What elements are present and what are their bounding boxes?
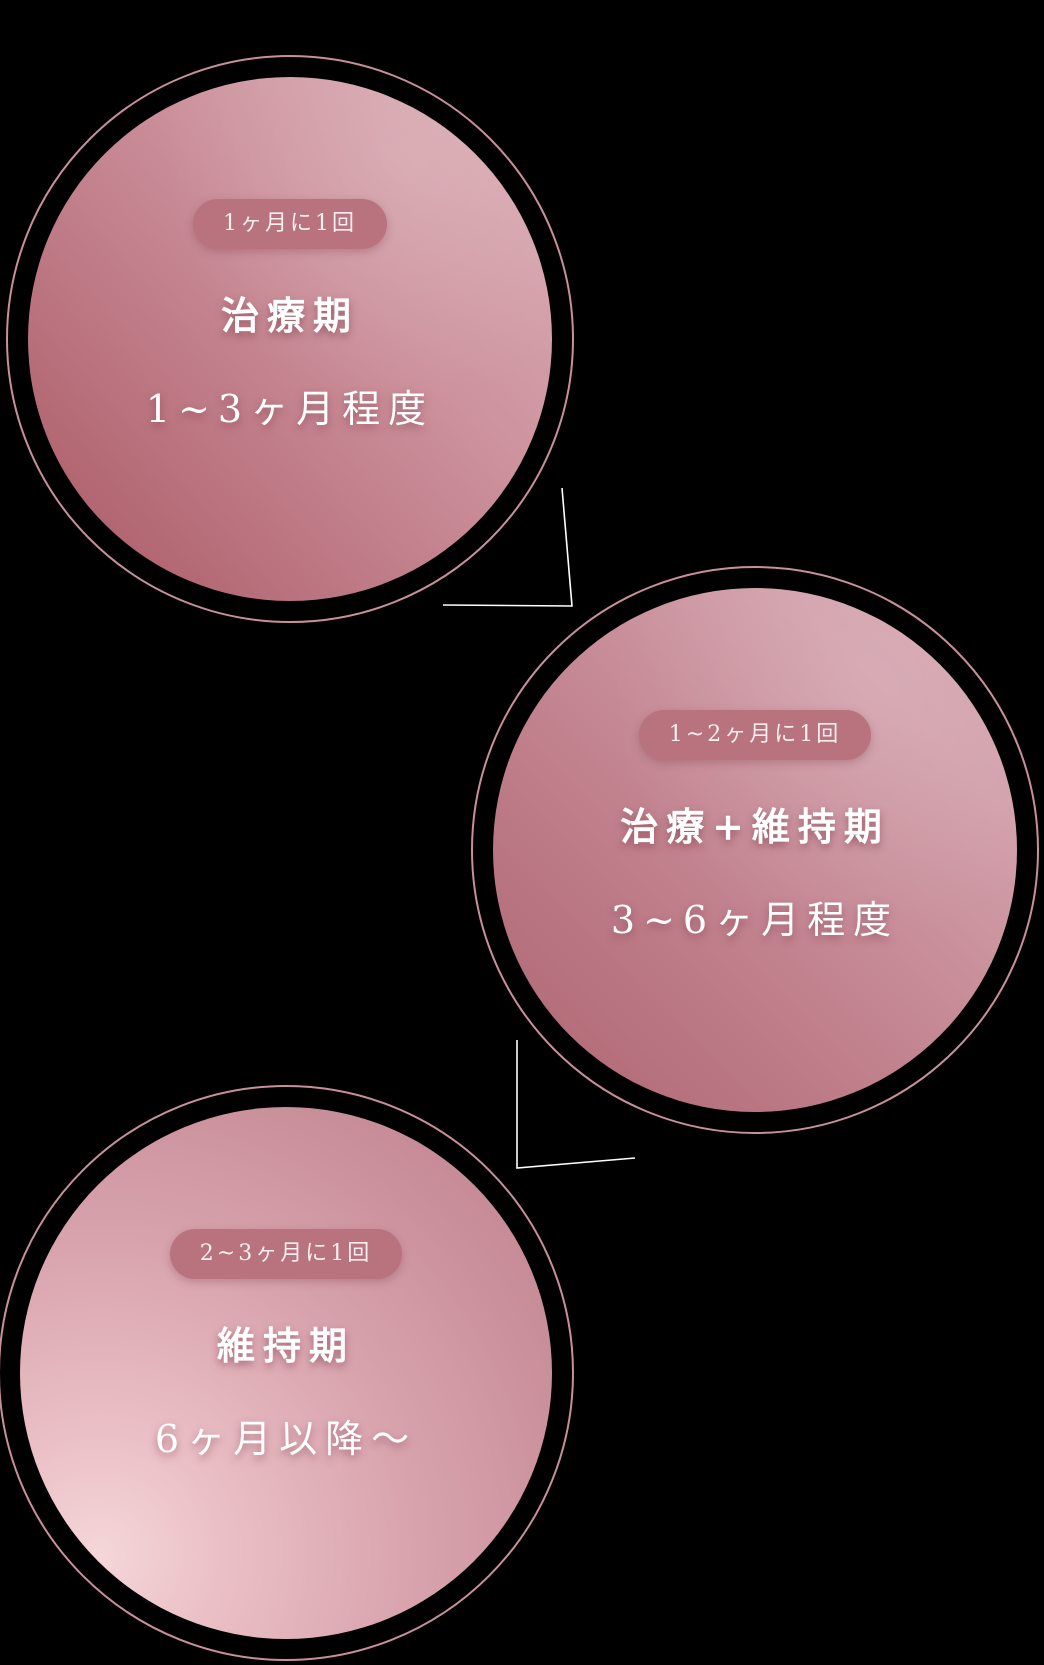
frequency-badge: 1~2ヶ月に1回 [638,710,872,760]
circle-outline-ring [0,1085,574,1661]
phase-title: 治療+維持期 [620,803,890,849]
phase-duration: 1~3ヶ月程度 [145,387,435,432]
circle-outline-ring [6,55,574,623]
phase-duration: 3~6ヶ月程度 [610,898,900,943]
frequency-badge: 1ヶ月に1回 [193,199,387,249]
step-circle-maintenance-phase: 2~3ヶ月に1回 維持期 6ヶ月以降〜 [0,1085,574,1661]
circle-fill: 1ヶ月に1回 治療期 1~3ヶ月程度 [28,77,552,601]
circle-fill: 2~3ヶ月に1回 維持期 6ヶ月以降〜 [20,1107,552,1639]
phase-title: 治療期 [220,292,359,338]
phase-duration: 6ヶ月以降〜 [154,1417,418,1462]
frequency-badge: 2~3ヶ月に1回 [169,1229,403,1279]
step-circle-treatment-maintenance-phase: 1~2ヶ月に1回 治療+維持期 3~6ヶ月程度 [471,566,1039,1134]
circle-fill: 1~2ヶ月に1回 治療+維持期 3~6ヶ月程度 [493,588,1017,1112]
phase-title: 維持期 [216,1322,355,1368]
circle-outline-ring [471,566,1039,1134]
step-circle-treatment-phase: 1ヶ月に1回 治療期 1~3ヶ月程度 [6,55,574,623]
